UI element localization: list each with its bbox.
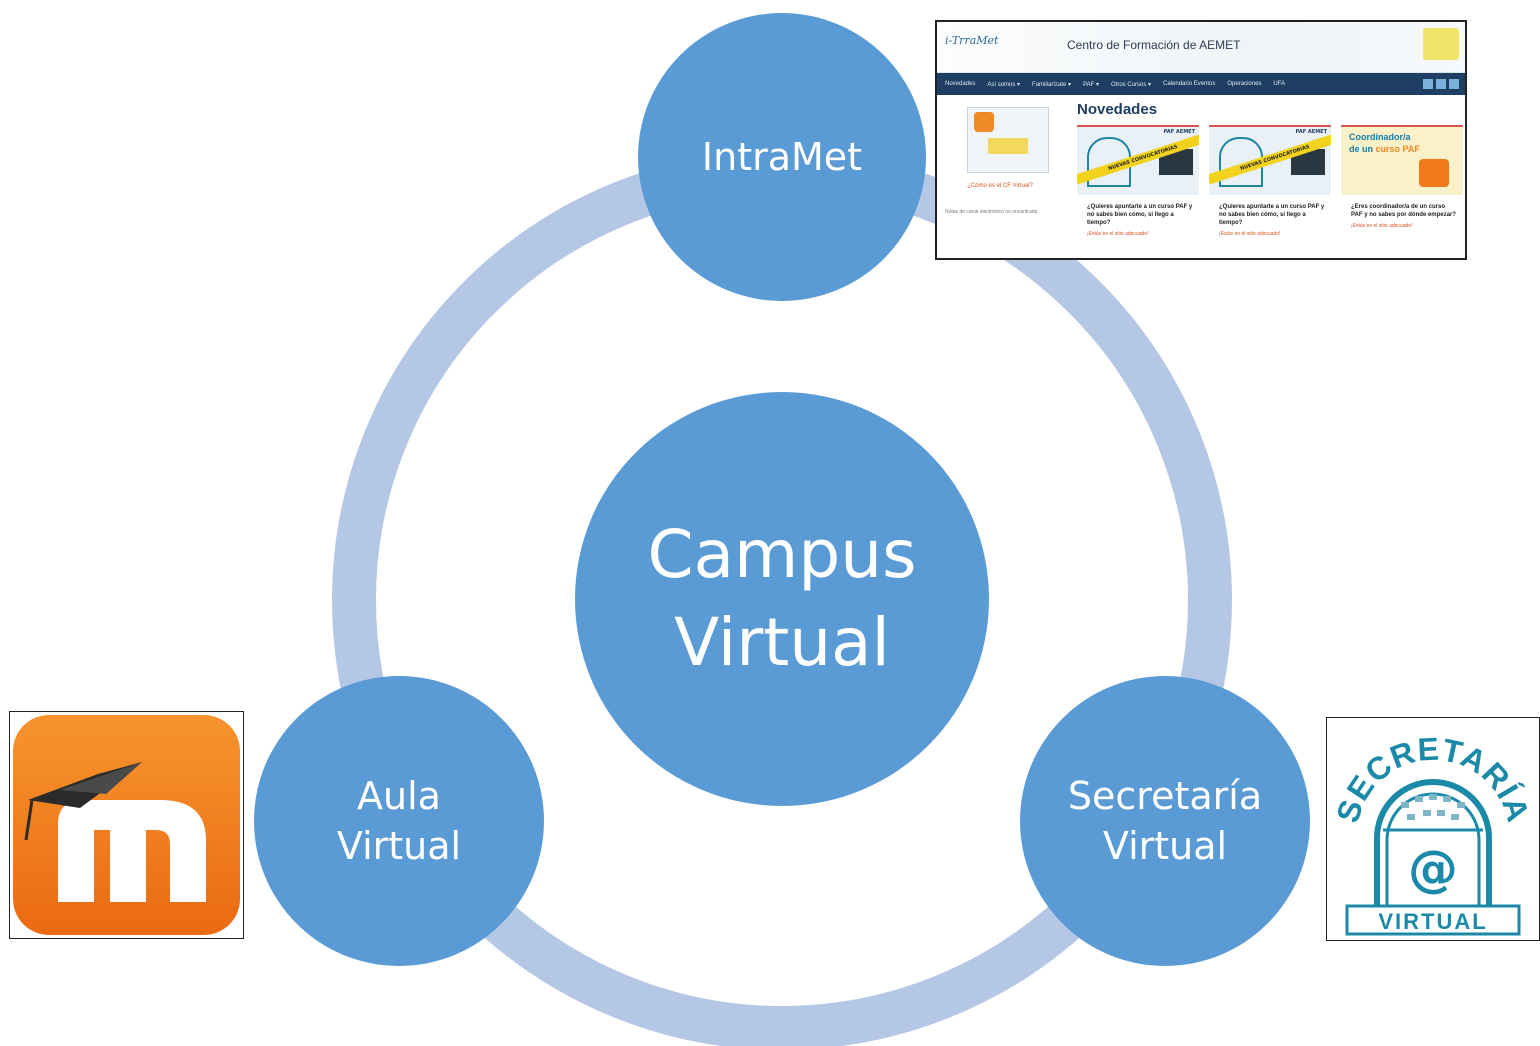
site-nav-icons	[1423, 79, 1465, 89]
fan-dot	[1407, 814, 1415, 820]
site-logo: i-TrraMet	[945, 34, 999, 47]
secretaria-label-line2: Virtual	[1102, 824, 1228, 868]
site-left-link: ¿Cómo es el CF Virtual?	[967, 183, 1033, 189]
node-aula-virtual: Aula Virtual	[254, 676, 544, 966]
secretaria-logo-graphic: SECRETARÍA @ VIRTUAL	[1329, 731, 1536, 936]
secretaria-arc-text: SECRETARÍA	[1329, 731, 1536, 827]
news-card-text: ¿Eres coordinador/a de un curso PAF y no…	[1351, 204, 1456, 218]
site-nav-item: Otros Cursos ▾	[1110, 81, 1152, 88]
site-nav: Novedades Así somos ▾ Familiarízate ▾ PA…	[937, 73, 1465, 95]
news-card-link: ¡Estás en el sitio adecuado!	[1219, 231, 1281, 237]
search-icon	[1449, 79, 1459, 89]
aula-label-line2: Virtual	[336, 824, 462, 868]
node-intramet: IntraMet	[638, 13, 926, 301]
news-card-image: Coordinador/a de un curso PAF	[1341, 125, 1463, 195]
site-nav-item: UFA	[1273, 81, 1286, 87]
site-title: Centro de Formación de AEMET	[1067, 38, 1241, 52]
secretaria-virtual-logo: SECRETARÍA @ VIRTUAL	[1326, 717, 1540, 941]
news-card-text: ¿Quieres apuntarte a un curso PAF y no s…	[1219, 204, 1325, 226]
site-nav-item: Así somos ▾	[987, 81, 1021, 88]
secretaria-base	[1345, 904, 1521, 936]
site-news-title: Novedades	[1077, 101, 1158, 118]
flag-icon	[1423, 79, 1433, 89]
news-card-heading-line: curso PAF	[1375, 144, 1420, 154]
node-secretaria-virtual: Secretaría Virtual	[1020, 676, 1310, 966]
fan-dot	[1429, 794, 1437, 800]
site-left-note: Notas de canal electrónico no encontrada	[945, 209, 1038, 215]
site-header: i-TrraMet Centro de Formación de AEMET	[937, 22, 1465, 73]
fan-dot	[1401, 802, 1409, 808]
news-card-link: ¡Estás en el sitio adecuado!	[1351, 223, 1413, 229]
moodle-logo-icon	[9, 711, 244, 939]
site-badge-icon	[1423, 28, 1459, 60]
news-card-heading-line: de un	[1349, 144, 1373, 154]
moodle-mini-icon	[1419, 159, 1449, 187]
fan-dot	[1415, 796, 1423, 802]
news-card-image: PAF AEMET NUEVAS CONVOCATORIAS	[1209, 125, 1331, 195]
moodle-cap-tassel	[24, 799, 34, 841]
news-card-heading-line: Coordinador/a	[1349, 132, 1411, 142]
aula-label-line1: Aula	[357, 774, 441, 818]
secretaria-arch	[1374, 779, 1492, 906]
secretaria-label-line1: Secretaría	[1067, 774, 1263, 818]
secretaria-at-symbol: @	[1408, 840, 1458, 898]
news-card-heading: Coordinador/a de un curso PAF	[1349, 131, 1420, 155]
fan-dot	[1443, 796, 1451, 802]
center-label-line2: Virtual	[674, 604, 890, 681]
site-nav-item: PAF ▾	[1083, 81, 1099, 88]
secretaria-fan-dots	[1401, 794, 1465, 820]
flag-icon	[1436, 79, 1446, 89]
news-card-tag: PAF AEMET	[1163, 129, 1195, 135]
node-campus-virtual: Campus Virtual	[575, 392, 989, 806]
news-card: PAF AEMET NUEVAS CONVOCATORIAS ¿Quieres …	[1077, 125, 1199, 255]
center-label-line1: Campus	[647, 516, 917, 593]
fan-dot	[1451, 814, 1459, 820]
fan-dot	[1457, 802, 1465, 808]
intramet-label: IntraMet	[701, 135, 863, 179]
site-body: ¿Cómo es el CF Virtual? Notas de canal e…	[937, 95, 1465, 255]
site-nav-item: Calendario Eventos	[1163, 81, 1216, 87]
moodle-mini-icon	[974, 112, 994, 132]
site-left-column: ¿Cómo es el CF Virtual? Notas de canal e…	[945, 107, 1055, 215]
news-card-tag: PAF AEMET	[1295, 129, 1327, 135]
news-card-image: PAF AEMET NUEVAS CONVOCATORIAS	[1077, 125, 1199, 195]
site-left-image	[967, 107, 1049, 173]
fan-dot	[1437, 810, 1445, 816]
site-nav-item: Familiarízate ▾	[1032, 81, 1072, 88]
moodle-cap-top	[60, 762, 142, 794]
secretaria-bottom-text: VIRTUAL	[1378, 909, 1487, 934]
moodle-logo-graphic	[13, 715, 240, 935]
intramet-mini-logo	[988, 138, 1028, 154]
news-card: Coordinador/a de un curso PAF ¿Eres coor…	[1341, 125, 1463, 255]
news-card-link: ¡Estás en el sitio adecuado!	[1087, 231, 1149, 237]
site-nav-item: Operaciones	[1227, 81, 1262, 87]
intramet-site-thumbnail: i-TrraMet Centro de Formación de AEMET N…	[935, 20, 1467, 260]
site-nav-item: Novedades	[945, 81, 976, 87]
news-card: PAF AEMET NUEVAS CONVOCATORIAS ¿Quieres …	[1209, 125, 1331, 255]
news-card-text: ¿Quieres apuntarte a un curso PAF y no s…	[1087, 204, 1193, 226]
moodle-m-letter	[58, 800, 206, 902]
fan-dot	[1423, 810, 1431, 816]
